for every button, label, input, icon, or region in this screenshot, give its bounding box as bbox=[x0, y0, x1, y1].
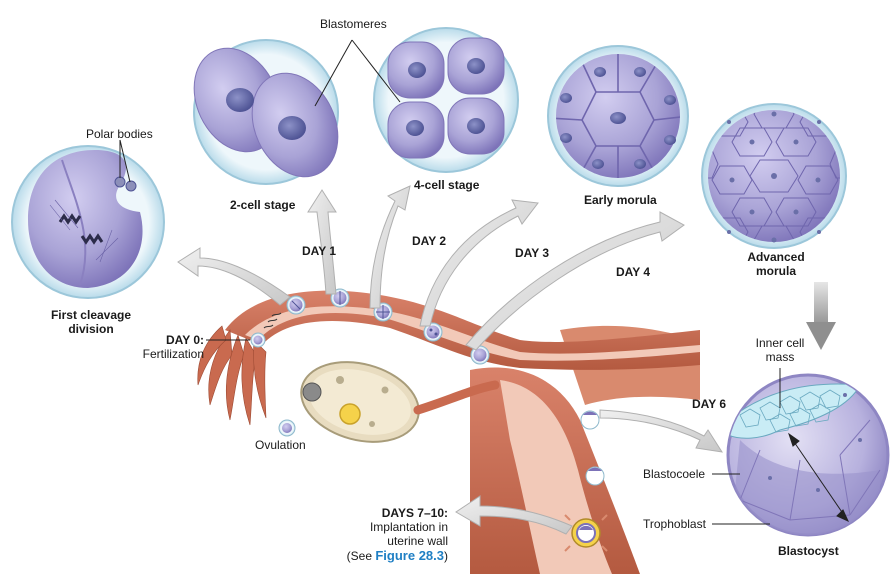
figure-link[interactable]: Figure 28.3 bbox=[375, 548, 444, 563]
see-suffix: ) bbox=[444, 549, 448, 563]
label-day-4: DAY 4 bbox=[616, 265, 651, 279]
embryos-in-tube bbox=[250, 288, 608, 552]
label-blastocyst: Blastocyst bbox=[778, 544, 839, 558]
early-morula bbox=[547, 45, 689, 187]
label-early-morula: Early morula bbox=[584, 193, 657, 207]
label-implantation-line1: Implantation in bbox=[369, 520, 448, 534]
label-advanced-morula-line2: morula bbox=[755, 264, 796, 278]
label-day-0: DAY 0: Fertilization bbox=[120, 333, 204, 361]
label-advanced-morula-line1: Advanced bbox=[747, 250, 805, 264]
label-implantation: DAYS 7–10: Implantation in uterine wall … bbox=[320, 506, 448, 563]
leader-lines bbox=[119, 39, 850, 525]
label-first-cleavage-line2: division bbox=[68, 322, 114, 336]
label-four-cell-stage: 4-cell stage bbox=[414, 178, 480, 192]
uterus-anatomy bbox=[197, 290, 700, 574]
label-blastomeres: Blastomeres bbox=[320, 17, 387, 31]
down-arrow bbox=[806, 282, 836, 350]
label-day-0-title: DAY 0: bbox=[165, 333, 204, 347]
label-inner-cell-mass: Inner cell mass bbox=[744, 336, 816, 364]
label-blastocoele: Blastocoele bbox=[643, 467, 706, 481]
label-day-6: DAY 6 bbox=[692, 397, 727, 411]
label-trophoblast: Trophoblast bbox=[643, 517, 706, 531]
label-ovulation: Ovulation bbox=[255, 438, 306, 452]
stage-arrows bbox=[177, 185, 724, 535]
label-advanced-morula: Advanced morula bbox=[746, 250, 806, 278]
first-cleavage-cell bbox=[11, 145, 165, 299]
label-first-cleavage: First cleavage division bbox=[36, 308, 146, 336]
label-two-cell-stage: 2-cell stage bbox=[230, 198, 296, 212]
label-implantation-line2: uterine wall bbox=[387, 534, 448, 548]
label-day-3: DAY 3 bbox=[515, 246, 550, 260]
four-cell-stage bbox=[373, 27, 519, 173]
label-polar-bodies: Polar bodies bbox=[86, 127, 153, 141]
label-inner-cell-mass-line2: mass bbox=[765, 350, 795, 364]
see-prefix: (See bbox=[346, 549, 376, 563]
label-inner-cell-mass-line1: Inner cell bbox=[755, 336, 805, 350]
advanced-morula bbox=[701, 103, 847, 249]
label-days-7-10: DAYS 7–10: bbox=[381, 506, 448, 520]
label-fertilization: Fertilization bbox=[142, 347, 204, 361]
blastocyst bbox=[726, 373, 890, 537]
label-day-1: DAY 1 bbox=[302, 244, 337, 258]
two-cell-stage bbox=[193, 39, 339, 185]
label-see-figure: (See Figure 28.3) bbox=[320, 548, 448, 563]
label-first-cleavage-line1: First cleavage bbox=[50, 308, 132, 322]
label-day-2: DAY 2 bbox=[412, 234, 447, 248]
